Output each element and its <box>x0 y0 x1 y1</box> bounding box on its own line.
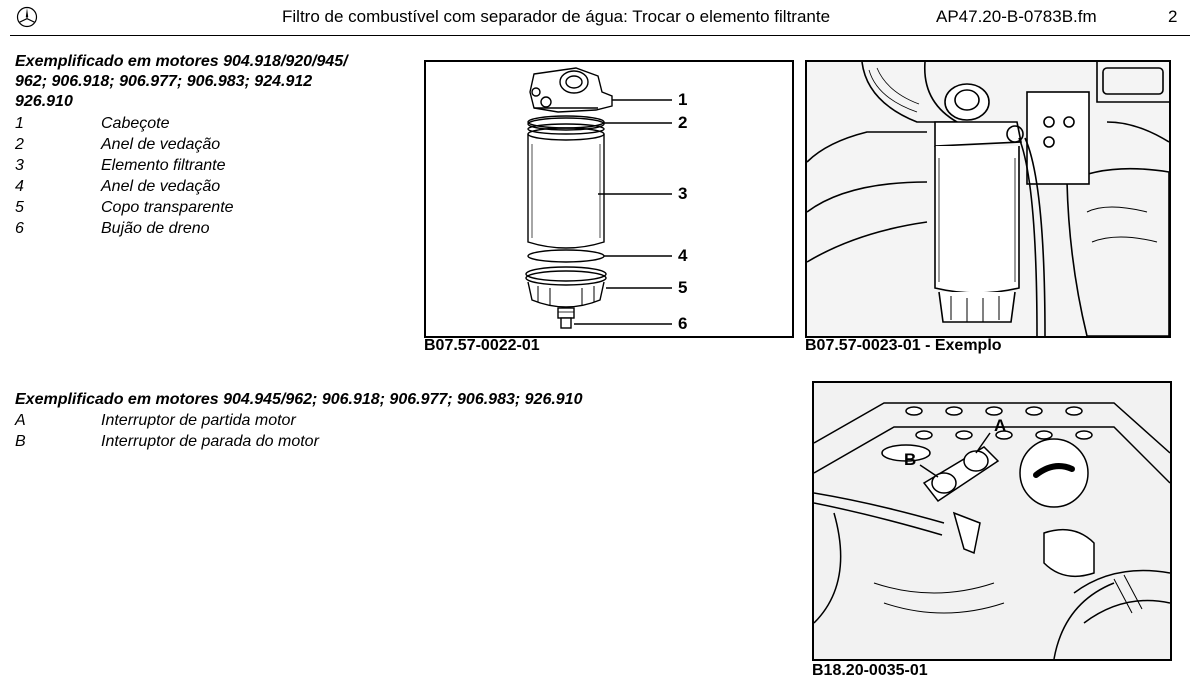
callout-label: 4 <box>678 246 688 265</box>
callout-label: A <box>994 416 1006 435</box>
legend-key: 2 <box>15 136 24 153</box>
legend-label: Anel de vedação <box>101 136 221 153</box>
filter-installed-drawing <box>807 62 1169 336</box>
callout-label: 6 <box>678 314 687 333</box>
section-engine-switches: Exemplificado em motores 904.945/962; 90… <box>15 390 582 452</box>
legend-key: A <box>15 412 26 429</box>
section-title-line: 926.910 <box>15 93 73 110</box>
legend-key: 5 <box>15 199 24 216</box>
legend-item: 2 Anel de vedação <box>15 134 348 155</box>
legend-label: Cabeçote <box>101 115 170 132</box>
legend-key: B <box>15 433 26 450</box>
legend-item: 4 Anel de vedação <box>15 176 348 197</box>
legend-label: Interruptor de parada do motor <box>101 433 319 450</box>
filter-exploded-drawing: 1 2 3 4 5 6 <box>525 67 688 333</box>
legend-item: A Interruptor de partida motor <box>15 410 582 431</box>
legend-key: 3 <box>15 157 24 174</box>
section-filter-parts: Exemplificado em motores 904.918/920/945… <box>15 52 348 239</box>
legend-item: B Interruptor de parada do motor <box>15 431 582 452</box>
engine-switches-figure: A B <box>812 381 1172 661</box>
legend-item: 1 Cabeçote <box>15 113 348 134</box>
callout-label: 1 <box>678 90 687 109</box>
filter-exploded-figure: 1 2 3 4 5 6 <box>424 60 794 338</box>
page-header: Filtro de combustível com separador de á… <box>0 0 1200 36</box>
section-title-line: Exemplificado em motores 904.918/920/945… <box>15 53 348 70</box>
legend-key: 4 <box>15 178 24 195</box>
header-divider <box>10 35 1190 36</box>
legend-item: 5 Copo transparente <box>15 197 348 218</box>
callout-label: 3 <box>678 184 687 203</box>
figure-caption: B18.20-0035-01 <box>812 662 928 679</box>
legend-label: Copo transparente <box>101 199 234 216</box>
callout-label: 5 <box>678 278 687 297</box>
legend-item: 6 Bujão de dreno <box>15 218 348 239</box>
section-title-line: 962; 906.918; 906.977; 906.983; 924.912 <box>15 73 313 90</box>
callout-label: 2 <box>678 113 687 132</box>
figure-caption: B07.57-0023-01 - Exemplo <box>805 337 1002 354</box>
figure-caption: B07.57-0022-01 <box>424 337 540 354</box>
filter-installed-figure <box>805 60 1171 338</box>
engine-switches-drawing: A B <box>814 383 1170 659</box>
legend-label: Interruptor de partida motor <box>101 412 296 429</box>
legend-key: 6 <box>15 220 24 237</box>
callout-label: B <box>904 450 916 469</box>
legend-label: Anel de vedação <box>101 178 221 195</box>
legend-label: Elemento filtrante <box>101 157 226 174</box>
document-file-name: AP47.20-B-0783B.fm <box>936 7 1097 26</box>
page-number: 2 <box>1168 7 1178 26</box>
legend-item: 3 Elemento filtrante <box>15 155 348 176</box>
legend-key: 1 <box>15 115 24 132</box>
section-title-line: Exemplificado em motores 904.945/962; 90… <box>15 391 583 408</box>
mercedes-star-icon <box>16 6 38 28</box>
legend-label: Bujão de dreno <box>101 220 210 237</box>
document-title: Filtro de combustível com separador de á… <box>282 7 831 26</box>
